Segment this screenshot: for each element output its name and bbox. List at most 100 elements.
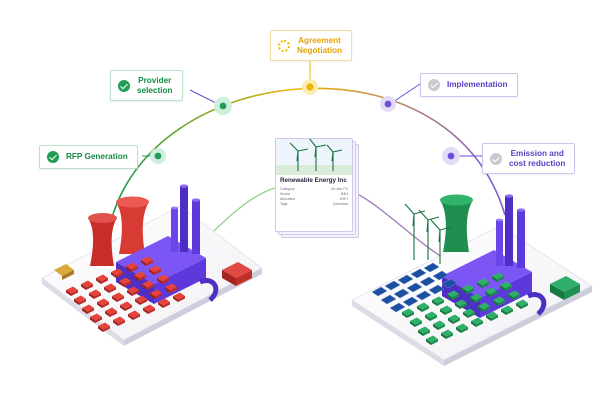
vehicle: [438, 324, 445, 330]
vehicle: [97, 298, 109, 306]
vehicle: [482, 282, 489, 288]
vehicle: [456, 323, 468, 331]
factory-right: [442, 194, 547, 318]
vehicle: [71, 290, 78, 296]
wind-turbine: [430, 219, 441, 231]
vehicle: [471, 317, 483, 325]
vehicle: [501, 309, 506, 315]
vehicle: [118, 320, 125, 326]
vehicle: [82, 308, 87, 314]
vehicle: [165, 287, 170, 293]
vehicle: [415, 321, 422, 327]
vehicle: [112, 292, 124, 300]
check-circle-icon: [428, 79, 440, 91]
step-implementation[interactable]: Implementation: [420, 73, 518, 97]
solar-panel: [441, 278, 458, 289]
vehicle: [455, 299, 467, 307]
vehicle: [104, 287, 109, 293]
solar-panel: [402, 296, 419, 307]
vehicle: [96, 274, 108, 282]
solar-panel: [393, 288, 410, 299]
vehicle: [468, 312, 475, 318]
card-title: Renewable Energy Inc: [280, 177, 347, 184]
vehicle: [128, 314, 133, 320]
vehicle: [441, 329, 453, 337]
vehicle: [425, 311, 437, 319]
vehicle: [506, 309, 513, 315]
vehicle: [148, 308, 155, 314]
vehicle: [98, 322, 110, 330]
vehicle: [448, 318, 453, 324]
vehicle: [95, 317, 102, 323]
vehicle: [492, 272, 504, 280]
solar-panel: [389, 302, 406, 313]
vehicle: [470, 293, 482, 301]
vehicle: [471, 321, 476, 327]
vehicle: [410, 317, 422, 325]
wind-turbine: [404, 203, 415, 215]
vehicle: [104, 283, 116, 291]
vehicle: [81, 280, 93, 288]
vehicle: [142, 280, 154, 288]
solar-panel: [423, 262, 440, 273]
vehicle: [448, 314, 460, 322]
vehicle: [418, 330, 423, 336]
wind-turbine: [412, 213, 415, 227]
vehicle: [154, 269, 161, 275]
vehicle: [463, 308, 475, 316]
vehicle: [139, 275, 146, 281]
step-agreement-negotiation[interactable]: Agreement Negotiation: [270, 30, 353, 62]
vehicle: [94, 293, 101, 299]
vehicle: [433, 320, 445, 328]
vehicle: [483, 306, 490, 312]
vehicle: [150, 293, 155, 299]
vehicle: [142, 284, 147, 290]
solar-panels-right: [371, 262, 458, 313]
vehicle: [461, 327, 468, 333]
vehicle: [402, 312, 407, 318]
vehicle: [97, 302, 102, 308]
vehicle: [437, 300, 444, 306]
vehicle: [128, 310, 140, 318]
vehicle: [79, 299, 86, 305]
vehicle: [478, 302, 490, 310]
vehicle: [453, 318, 460, 324]
vehicle: [417, 302, 429, 310]
vehicle: [127, 290, 132, 296]
vehicle: [102, 302, 109, 308]
vehicle: [125, 305, 132, 311]
solar-panel: [371, 286, 388, 297]
link-right: [339, 185, 456, 266]
vehicle: [477, 282, 482, 288]
vehicle: [117, 296, 124, 302]
cooling-towers-left: [88, 196, 149, 266]
vehicle: [431, 339, 438, 345]
vehicle: [433, 324, 438, 330]
crane-left: [54, 264, 74, 280]
vehicle: [105, 307, 117, 315]
vehicle: [141, 260, 146, 266]
node-rfp: [150, 148, 166, 164]
vehicle: [120, 305, 125, 311]
step-provider-selection[interactable]: Provider selection: [110, 70, 183, 102]
vehicle: [425, 315, 430, 321]
vehicle: [497, 276, 504, 282]
vehicle: [157, 278, 162, 284]
solar-panel: [384, 280, 401, 291]
vehicle: [149, 265, 161, 273]
vehicle: [407, 312, 414, 318]
step-rfp-generation[interactable]: RFP Generation: [39, 145, 138, 169]
vehicle: [120, 301, 132, 309]
check-circle-icon: [47, 151, 59, 163]
step-emission-cost-reduction[interactable]: Emission and cost reduction: [482, 143, 576, 175]
vehicle: [462, 284, 474, 292]
vehicle: [158, 298, 170, 306]
vehicle: [90, 317, 95, 323]
vehicle: [516, 303, 521, 309]
vehicle: [441, 333, 446, 339]
